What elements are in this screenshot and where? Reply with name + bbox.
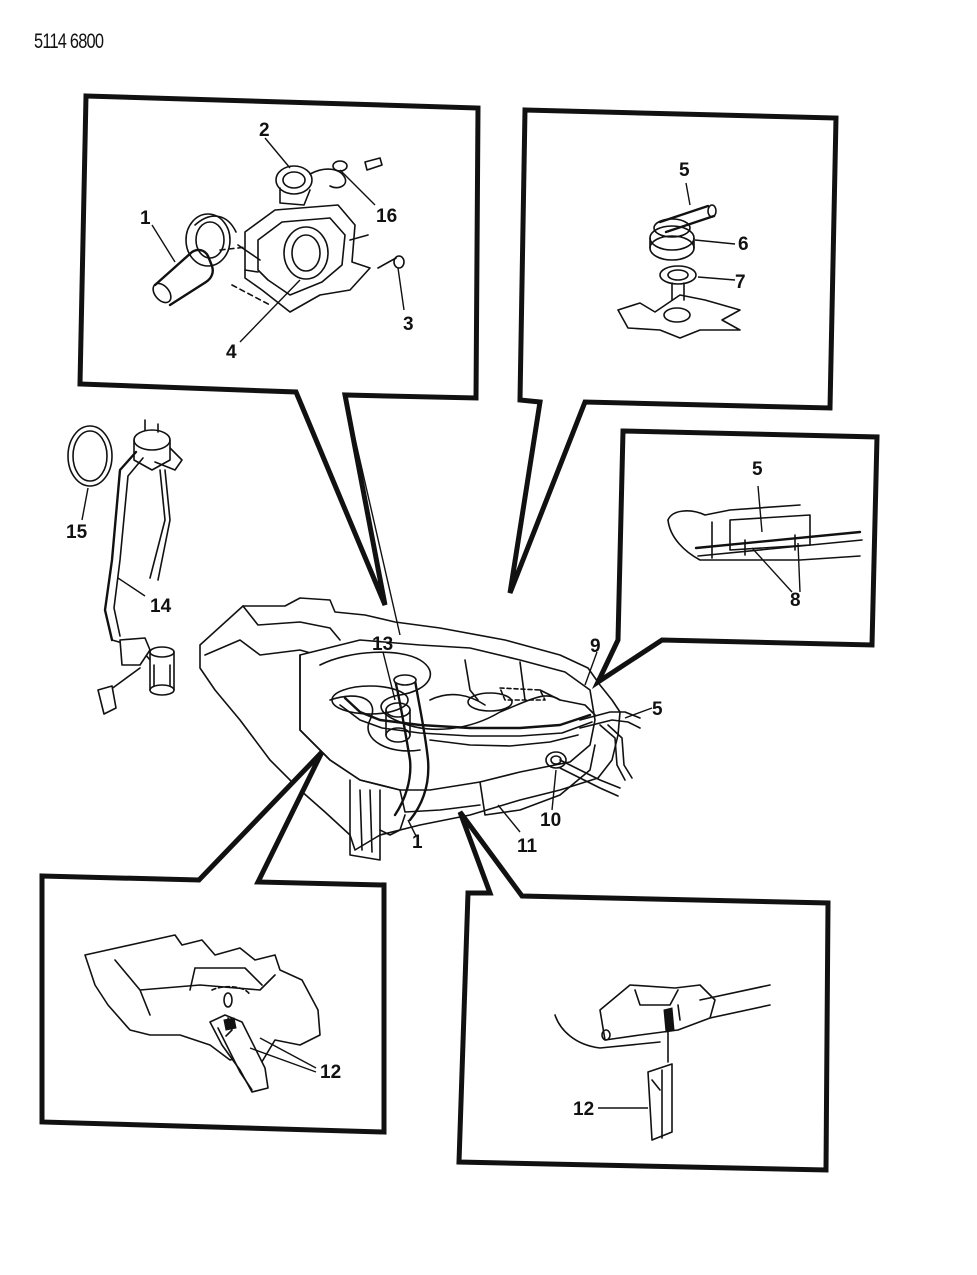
detail-box-strap-rear xyxy=(456,810,831,1173)
main-leaders xyxy=(382,651,653,837)
callout-5: 5 xyxy=(752,459,763,480)
callout-6: 6 xyxy=(738,234,749,255)
callout-16: 16 xyxy=(376,206,397,227)
fuel-tank-assembly xyxy=(199,597,641,861)
callout-4: 4 xyxy=(226,342,237,363)
callout-13: 13 xyxy=(372,634,393,655)
callout-14: 14 xyxy=(150,596,172,617)
callout-3: 3 xyxy=(403,314,414,335)
callout-labels: 2 1 16 3 4 5 6 7 5 8 15 14 13 9 5 10 11 … xyxy=(66,120,801,1120)
detail-box-strap-front xyxy=(39,750,387,1135)
callout-2: 2 xyxy=(259,120,270,141)
callout-11: 11 xyxy=(517,836,538,857)
detail-box-fuel-pump-module xyxy=(507,107,839,594)
callout-12: 12 xyxy=(320,1062,341,1083)
callout-5: 5 xyxy=(652,699,663,720)
callout-15: 15 xyxy=(66,522,88,543)
callout-12: 12 xyxy=(573,1099,594,1120)
fuel-pump-sender xyxy=(67,419,183,715)
document-number: 5114 6800 xyxy=(34,30,104,53)
callout-1: 1 xyxy=(140,208,151,229)
callout-1: 1 xyxy=(412,832,423,853)
callout-10: 10 xyxy=(540,810,561,831)
callout-8: 8 xyxy=(790,590,801,611)
callout-9: 9 xyxy=(590,636,601,657)
callout-7: 7 xyxy=(735,272,746,293)
detail-box-fuel-line-clips xyxy=(591,428,880,689)
detail-box-filler-neck xyxy=(77,93,481,636)
callout-5: 5 xyxy=(679,160,690,181)
